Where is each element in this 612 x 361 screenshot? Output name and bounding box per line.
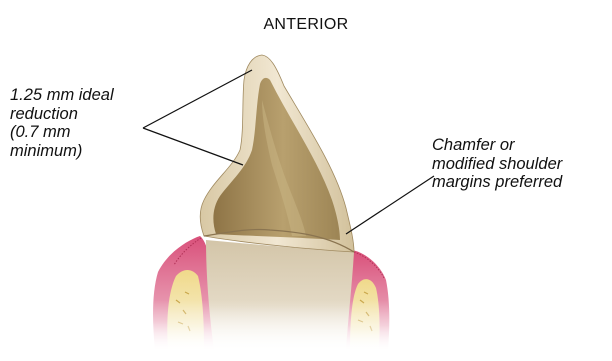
reduction-leader-lines — [143, 70, 252, 165]
margins-callout-line: Chamfer or — [432, 136, 562, 155]
diagram-title: ANTERIOR — [0, 16, 612, 34]
margins-callout: Chamfer or modified shoulder margins pre… — [432, 136, 562, 192]
reduction-callout-line: minimum) — [10, 142, 114, 161]
reduction-callout-line: 1.25 mm ideal — [10, 86, 114, 105]
margins-callout-line: margins preferred — [432, 173, 562, 192]
margin-leader-line — [346, 176, 434, 234]
reduction-callout: 1.25 mm ideal reduction (0.7 mm minimum) — [10, 86, 114, 160]
reduction-callout-line: (0.7 mm — [10, 123, 114, 142]
reduction-callout-line: reduction — [10, 105, 114, 124]
margins-callout-line: modified shoulder — [432, 155, 562, 174]
